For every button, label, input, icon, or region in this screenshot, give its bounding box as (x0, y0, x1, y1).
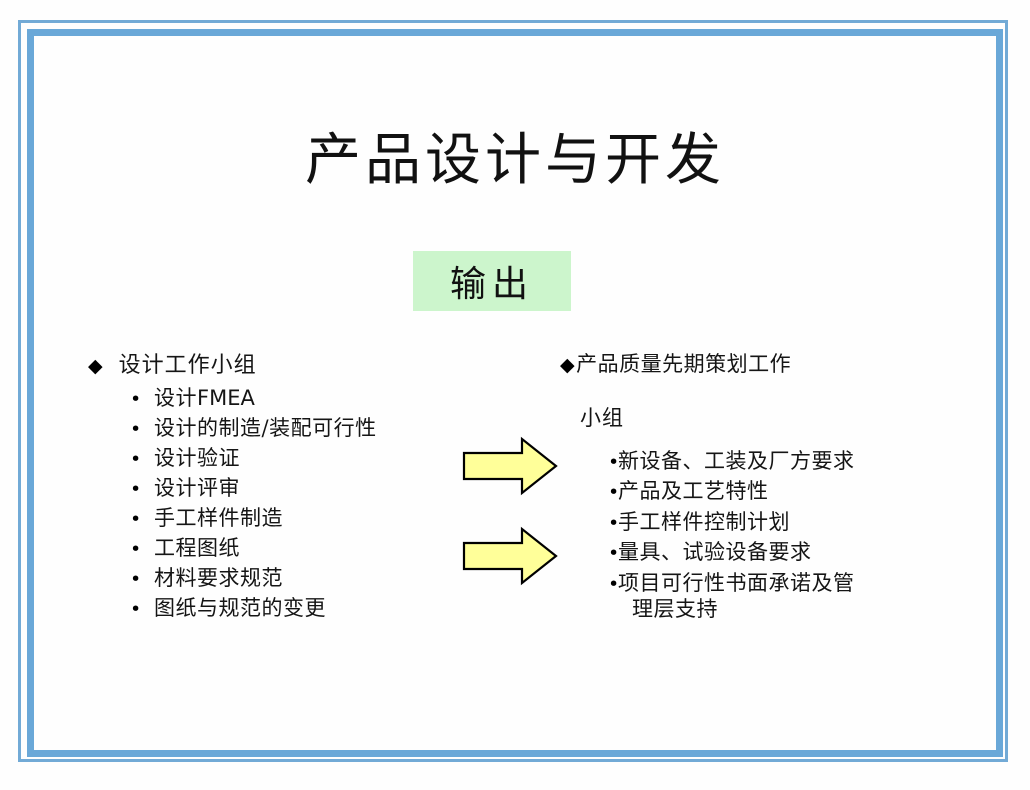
diamond-bullet-icon: ◆ (88, 355, 103, 377)
list-item-label-continuation: 理层支持 (632, 597, 718, 622)
list-item-label: 产品及工艺特性 (618, 479, 769, 504)
right-column: ◆ 产品质量先期策划工作 小组 • 新设备、工装及厂方要求 • 产品及工艺特性 … (560, 348, 960, 625)
list-item-label: 新设备、工装及厂方要求 (618, 449, 855, 473)
list-item: • 手工样件控制计划 (608, 507, 960, 537)
list-item: • 设计FMEA (130, 383, 458, 413)
list-item: • 材料要求规范 (130, 563, 458, 593)
left-column: ◆ 设计工作小组 • 设计FMEA • 设计的制造/装配可行性 • 设计验证 •… (88, 347, 458, 623)
list-item-label: 设计验证 (154, 446, 240, 470)
right-column-list: • 新设备、工装及厂方要求 • 产品及工艺特性 • 手工样件控制计划 • 量具、… (608, 446, 960, 625)
list-item-label: 材料要求规范 (154, 566, 283, 590)
right-arrow-icon (462, 526, 558, 586)
round-bullet-icon: • (608, 481, 620, 504)
output-chip-label: 输出 (449, 264, 534, 305)
list-item-label: 设计 (154, 386, 197, 410)
list-item-label: 工程图纸 (154, 536, 240, 560)
left-column-heading: 设计工作小组 (118, 353, 257, 378)
right-column-heading-row: ◆ 产品质量先期策划工作 (560, 348, 960, 378)
flow-arrow-bottom (462, 526, 558, 586)
right-column-heading: 产品质量先期策划工作 (576, 352, 792, 376)
list-item-label: 图纸与规范的变更 (154, 596, 326, 620)
list-item-label: 项目可行性书面承诺及管 (618, 570, 855, 595)
list-item: • 新设备、工装及厂方要求 (608, 446, 960, 476)
list-item: • 设计验证 (130, 443, 458, 473)
round-bullet-icon: • (130, 448, 142, 470)
output-chip: 输出 (413, 251, 571, 311)
round-bullet-icon: • (130, 418, 142, 440)
round-bullet-icon: • (608, 542, 620, 565)
diamond-bullet-icon: ◆ (560, 354, 576, 376)
list-item-label: 设计的制造/装配可行性 (154, 416, 377, 440)
list-item: • 项目可行性书面承诺及管 理层支持 (608, 568, 960, 625)
round-bullet-icon: • (130, 508, 142, 530)
list-item-label-en: FMEA (197, 386, 255, 410)
round-bullet-icon: • (130, 538, 142, 560)
left-column-list: • 设计FMEA • 设计的制造/装配可行性 • 设计验证 • 设计评审 • 手… (88, 383, 458, 623)
round-bullet-icon: • (130, 388, 142, 410)
list-item: • 手工样件制造 (130, 503, 458, 533)
list-item-label: 手工样件制造 (154, 506, 283, 530)
round-bullet-icon: • (608, 451, 620, 473)
list-item-label: 手工样件控制计划 (618, 509, 790, 534)
list-item: • 图纸与规范的变更 (130, 593, 458, 623)
list-item: • 工程图纸 (130, 533, 458, 563)
round-bullet-icon: • (130, 478, 142, 500)
left-column-heading-row: ◆ 设计工作小组 (88, 347, 458, 379)
right-arrow-icon (462, 436, 558, 496)
round-bullet-icon: • (130, 568, 142, 590)
list-item-label: 设计评审 (154, 476, 240, 500)
list-item: • 设计评审 (130, 473, 458, 503)
flow-arrow-top (462, 436, 558, 496)
round-bullet-icon: • (130, 598, 142, 620)
right-column-subheading: 小组 (580, 406, 624, 430)
list-item-label: 量具、试验设备要求 (618, 540, 812, 565)
round-bullet-icon: • (608, 511, 620, 534)
list-item: • 量具、试验设备要求 (608, 537, 960, 567)
round-bullet-icon: • (608, 572, 620, 595)
page-title: 产品设计与开发 (305, 128, 725, 193)
list-item: • 产品及工艺特性 (608, 476, 960, 506)
list-item: • 设计的制造/装配可行性 (130, 413, 458, 443)
